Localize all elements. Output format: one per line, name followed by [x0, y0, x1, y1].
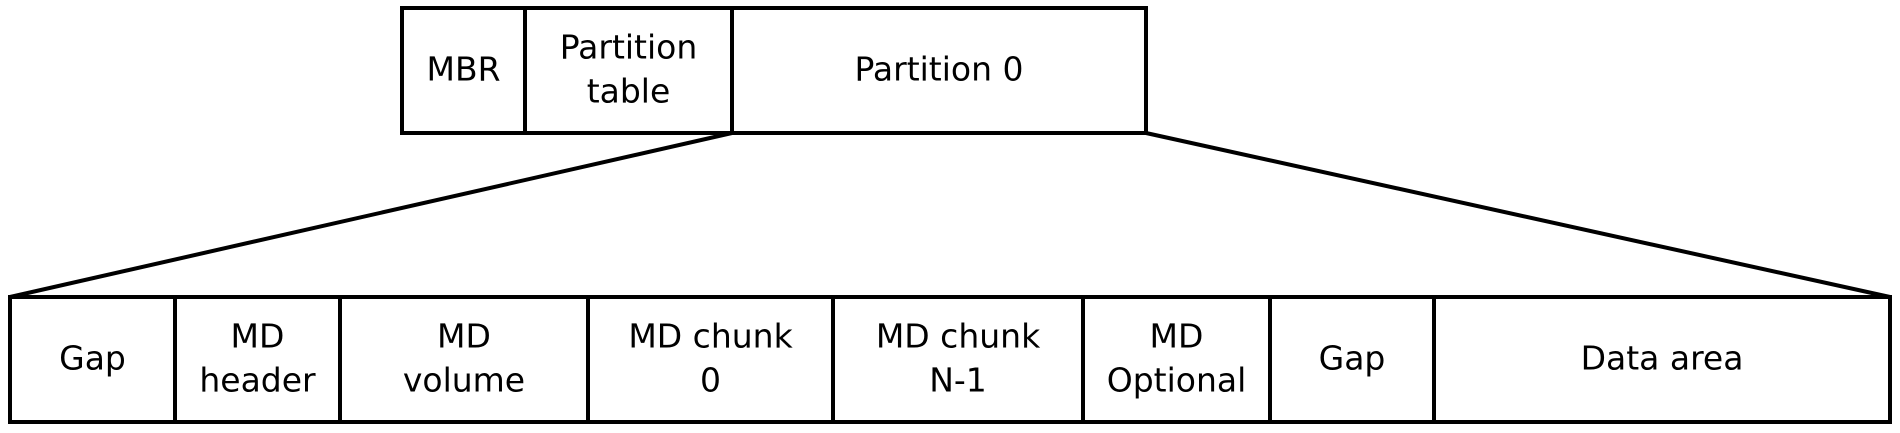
partition-cell-gap-start-box [8, 295, 177, 424]
partition-cell-data-area: Data area [1432, 295, 1892, 424]
partition-cell-gap-end-box [1268, 295, 1436, 424]
disk-cell-mbr-box [400, 6, 527, 135]
expansion-connectors [9, 131, 1891, 299]
partition-cell-gap-start: Gap [8, 295, 177, 424]
partition-cell-md-volume-box [338, 295, 590, 424]
partition-cell-gap-end-label: Gap [1319, 338, 1386, 377]
disk-cell-partition-0: Partition 0 [730, 6, 1148, 135]
partition-cell-md-optional-box [1081, 295, 1272, 424]
partition-cell-gap-end: Gap [1268, 295, 1436, 424]
partition-cell-data-area-label: Data area [1581, 338, 1744, 377]
partition-cell-md-header-box [173, 295, 342, 424]
right-expand-line [1145, 131, 1891, 299]
disk-cell-mbr-label: MBR [426, 49, 500, 88]
disk-cell-partition-table-box [523, 6, 734, 135]
partition-cell-gap-start-label: Gap [59, 338, 126, 377]
disk-cell-mbr: MBR [400, 6, 527, 135]
left-expand-line [9, 131, 733, 299]
partition-cell-data-area-box [1432, 295, 1892, 424]
partition-cell-md-chunk-n-1-box [831, 295, 1085, 424]
disk-cell-partition-0-box [730, 6, 1148, 135]
disk-cell-partition-0-label: Partition 0 [854, 49, 1023, 88]
